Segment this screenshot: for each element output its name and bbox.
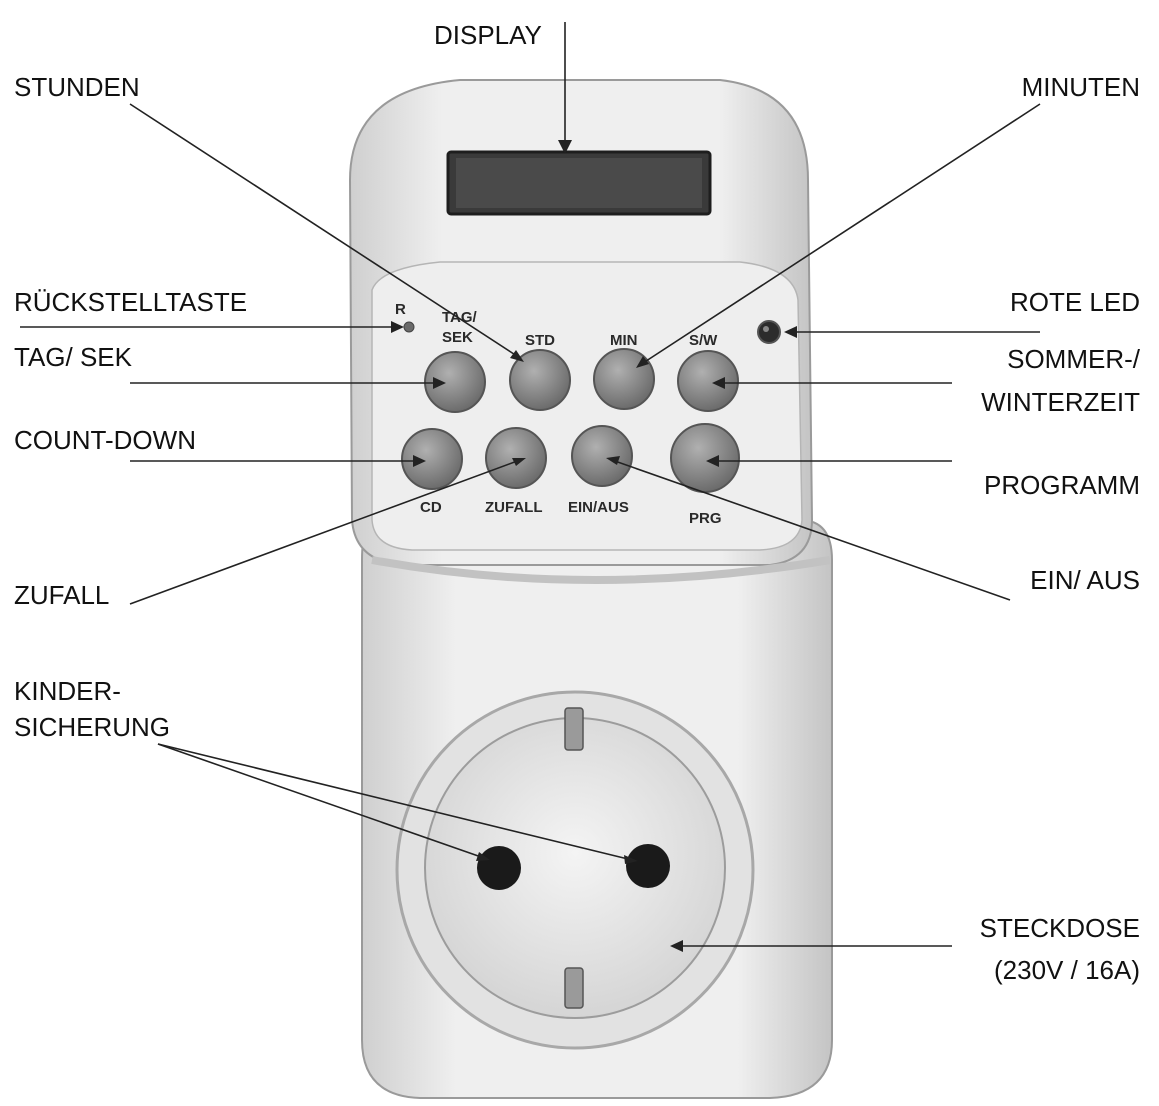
reset-label: R <box>395 301 406 318</box>
child-protection-hole-right <box>626 844 670 888</box>
arrow-tag-sek <box>433 377 446 389</box>
led-highlight <box>763 326 769 332</box>
lcd-glass <box>456 158 702 208</box>
label-sw: S/W <box>689 332 718 349</box>
arrow-prg <box>706 455 719 467</box>
callout-stunden: STUNDEN <box>14 72 140 102</box>
callout-ein-aus: EIN/ AUS <box>1030 565 1140 595</box>
arrow-zufall <box>512 458 526 466</box>
cd-button[interactable] <box>401 428 463 490</box>
leader-kinder-left <box>157 743 485 859</box>
arrow-kinder-left <box>476 852 490 861</box>
ground-clip-bottom <box>564 967 584 1009</box>
leader-lines <box>20 22 1041 952</box>
arrow-steckdose <box>670 940 683 952</box>
label-zufall: ZUFALL <box>485 499 543 516</box>
ein-aus-button[interactable] <box>571 425 633 487</box>
label-ein-aus: EIN/AUS <box>568 499 629 516</box>
reset-hole[interactable] <box>403 321 415 333</box>
child-protection-hole-left <box>477 846 521 890</box>
arrow-led <box>784 326 797 338</box>
arrow-display <box>558 140 572 154</box>
ground-clip-top <box>564 707 584 751</box>
label-min: MIN <box>610 332 638 349</box>
arrow-stunden <box>510 350 524 362</box>
arrow-reset <box>391 321 404 333</box>
label-prg: PRG <box>689 510 722 527</box>
std-button[interactable] <box>509 349 571 411</box>
callout-winterzeit: WINTERZEIT <box>981 387 1140 417</box>
arrow-kinder-right <box>624 855 638 864</box>
callout-steckdose-rating: (230V / 16A) <box>994 955 1140 985</box>
red-led <box>757 320 781 344</box>
callout-sommer: SOMMER-/ <box>1007 344 1141 374</box>
leader-minuten <box>639 103 1041 366</box>
callout-rote-led: ROTE LED <box>1010 287 1140 317</box>
timer-device: R TAG/ SEK STD MIN S/W CD ZUFALL EIN/AUS… <box>348 79 833 1099</box>
tag-sek-button[interactable] <box>424 351 486 413</box>
callout-sicherung: SICHERUNG <box>14 712 170 742</box>
callout-minuten: MINUTEN <box>1022 72 1140 102</box>
callout-labels: DISPLAY STUNDEN MINUTEN RÜCKSTELLTASTE R… <box>14 20 1141 985</box>
callout-kinder: KINDER- <box>14 676 121 706</box>
label-std: STD <box>525 332 555 349</box>
min-button[interactable] <box>593 348 655 410</box>
arrow-sw <box>712 377 725 389</box>
callout-count-down: COUNT-DOWN <box>14 425 196 455</box>
callout-programm: PROGRAMM <box>984 470 1140 500</box>
callout-display: DISPLAY <box>434 20 542 50</box>
arrow-cd <box>413 455 426 467</box>
label-cd: CD <box>420 499 442 516</box>
sw-button[interactable] <box>677 350 739 412</box>
arrow-minuten <box>636 356 649 368</box>
callout-tag-sek: TAG/ SEK <box>14 342 133 372</box>
callout-zufall: ZUFALL <box>14 580 109 610</box>
callout-steckdose: STECKDOSE <box>980 913 1140 943</box>
label-sek: SEK <box>442 329 473 346</box>
prg-button[interactable] <box>670 423 740 493</box>
leader-stunden <box>129 103 521 359</box>
arrow-ein-aus <box>606 456 620 465</box>
callout-rueckstelltaste: RÜCKSTELLTASTE <box>14 287 247 317</box>
leader-kinder-right <box>157 743 633 861</box>
leader-zufall <box>129 459 521 605</box>
housing-ridge <box>371 556 831 584</box>
leader-ein-aus <box>611 459 1011 601</box>
